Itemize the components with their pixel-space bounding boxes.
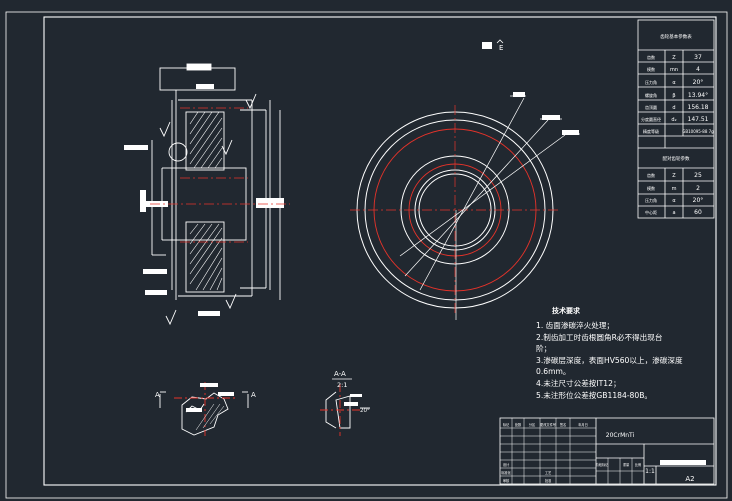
mate-row-symbol: α	[672, 198, 676, 204]
param-row-symbol: α	[672, 80, 676, 86]
tech-requirement-line: 0.6mm。	[536, 367, 571, 377]
section-centerlines	[150, 107, 290, 243]
param-row-name: 压力角	[645, 79, 657, 85]
mate-row-symbol: m	[672, 186, 677, 192]
param-row-value: 13.94°	[688, 92, 708, 99]
param-row-symbol: β	[672, 93, 675, 99]
mate-row-name: 齿数	[647, 172, 655, 178]
tech-requirement-line: 2.制齿加工时齿根圆角R必不得出现台	[536, 332, 663, 342]
view-label-box	[482, 42, 492, 49]
mate-row-value: 25	[694, 172, 702, 179]
sheet-size-text: A2	[685, 475, 694, 483]
title-block-label: 标记	[503, 422, 510, 427]
mate-row-value: 60	[694, 209, 702, 216]
mate-row-value: 20°	[693, 197, 704, 204]
param-row-value: GB10095-88 7g	[682, 129, 714, 134]
param-row-symbol: Z	[672, 55, 676, 61]
tech-requirement-line: 5.未注形位公差按GB1184-80B。	[536, 390, 653, 400]
gear-front-view	[350, 92, 580, 320]
title-block-label: 分区	[529, 422, 536, 427]
view-arrow	[496, 39, 504, 44]
title-block	[499, 417, 715, 485]
section-label: A-A	[334, 370, 346, 378]
param-row-name: 精度等级	[643, 128, 659, 134]
title-block-label: 审核	[503, 478, 510, 483]
tech-requirements-title: 技术要求	[552, 307, 580, 315]
param-row-name: 模数	[647, 66, 655, 72]
material-text: 20CrMnTi	[606, 432, 635, 439]
title-block-label: 阶段标记	[596, 462, 610, 467]
param-row-symbol: d	[672, 105, 675, 111]
mate-row-symbol: a	[672, 210, 675, 216]
title-block-label: 比例	[635, 462, 641, 467]
tech-requirement-line: 1. 齿面渗碳淬火处理；	[536, 321, 615, 330]
title-block-label: 年月日	[578, 422, 588, 427]
mate-row-value: 2	[696, 185, 700, 192]
angle-label: 20°	[360, 408, 370, 414]
drawing-frame	[43, 16, 717, 486]
param-row-name: 分度圆直径	[641, 116, 661, 122]
title-block-label: 处数	[515, 422, 522, 427]
param-row-value: 20°	[693, 79, 704, 86]
tech-requirements-list: 1. 齿面渗碳淬火处理； 2.制齿加工时齿根圆角R必不得出现台阶；3.渗碳层深度，…	[536, 320, 683, 401]
parameter-table	[637, 19, 715, 219]
param-row-symbol: d₂	[671, 117, 676, 123]
sheet-border	[5, 11, 728, 499]
parameter-table-text: 齿轮基本参数表 配对齿轮参数	[660, 33, 692, 162]
mate-row-name: 模数	[647, 185, 655, 191]
title-block-label: 批准	[545, 478, 552, 483]
tech-requirement-line: 4.未注尺寸公差按IT12；	[536, 378, 621, 388]
param-row-value: 147.51	[688, 116, 709, 123]
title-block-label: 重量	[623, 462, 630, 467]
cut-marker-left: A	[155, 391, 160, 399]
title-block-label: 标准化	[501, 470, 511, 475]
gear-section-view	[124, 63, 284, 326]
mate-row-symbol: Z	[672, 173, 676, 179]
mate-row-name: 中心距	[645, 209, 657, 215]
title-block-labels: 标记处数 分区更改文件号签名 年月日设计标准化审核 工艺批准 阶段标记 重量比例	[501, 422, 641, 483]
param-row-name: 螺旋角	[645, 92, 657, 98]
title-block-label: 更改文件号	[540, 422, 556, 427]
section-scale: 2:1	[337, 381, 347, 389]
detail-view-aa	[320, 384, 370, 436]
mate-row-name: 压力角	[645, 197, 657, 203]
param-row-value: 156.18	[688, 104, 709, 111]
param-row-symbol: mn	[670, 67, 678, 73]
detail-view-a	[159, 382, 249, 436]
parameter-rows: 齿数 Z 37 模数 mn 4 压力角 α 20° 螺旋角 β 13.94° 齿顶圆 d 156.18 分度圆…	[641, 54, 714, 216]
param-row-name: 齿数	[647, 54, 655, 60]
param-table-title: 齿轮基本参数表	[660, 33, 692, 40]
cut-marker-right: A	[251, 391, 256, 399]
tech-requirement-line: 阶；	[536, 344, 552, 354]
param-row-value: 4	[696, 66, 700, 73]
title-block-label: 设计	[503, 462, 510, 467]
title-block-label: 工艺	[545, 470, 551, 475]
param-row-name: 齿顶圆	[645, 104, 657, 110]
title-block-label: 签名	[560, 422, 566, 427]
view-label-e: E	[499, 44, 503, 52]
scale-text: 1:1	[645, 468, 655, 475]
param-row-value: 37	[694, 54, 702, 61]
tech-requirement-line: 3.渗碳层深度，表面HV560以上，渗碳深度	[536, 355, 683, 365]
mate-table-title: 配对齿轮参数	[663, 155, 690, 162]
